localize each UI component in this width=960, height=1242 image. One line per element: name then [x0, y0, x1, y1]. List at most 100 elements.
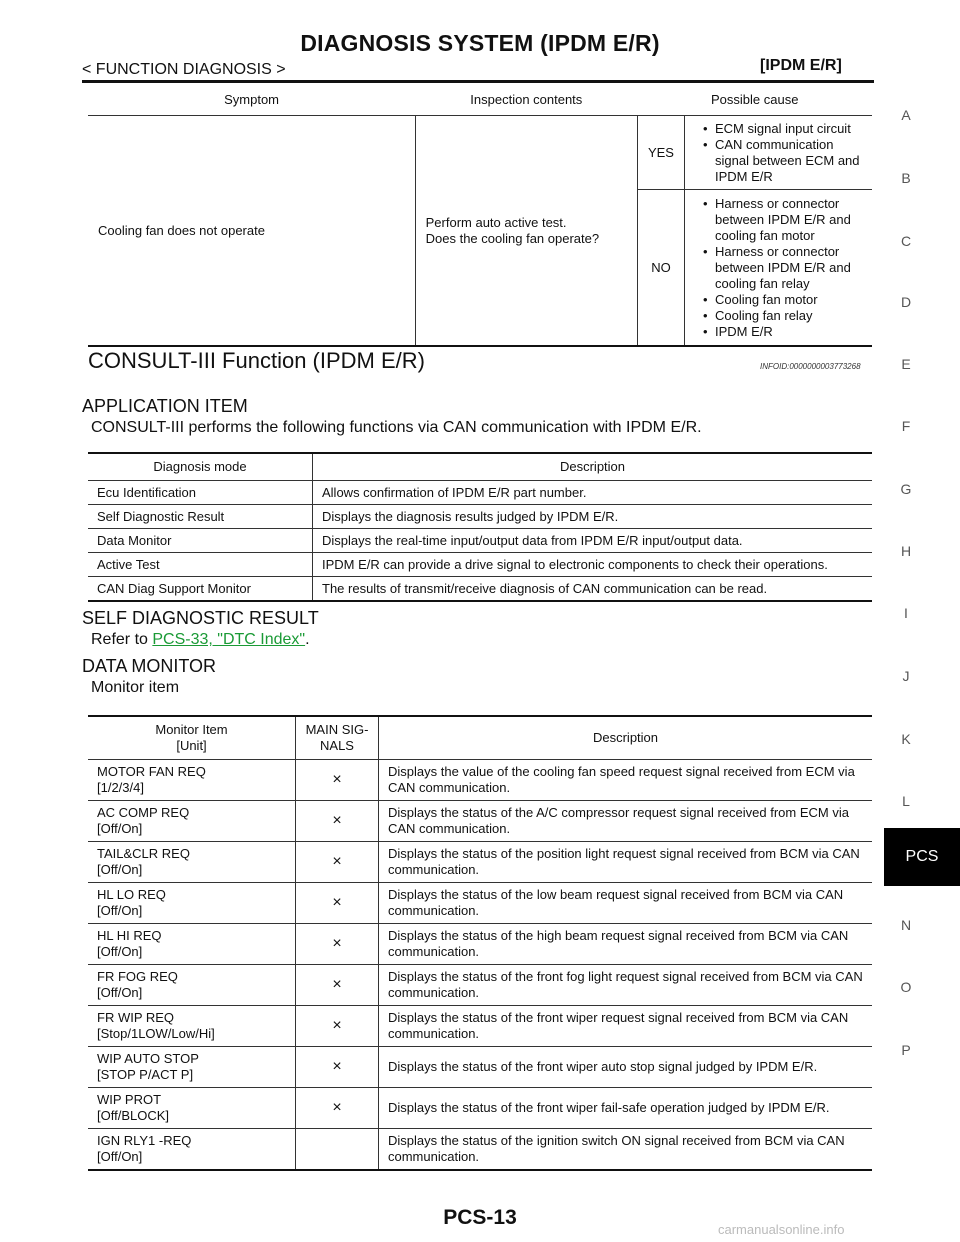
main-signal-mark: ×: [295, 841, 379, 883]
application-text: CONSULT-III performs the following funct…: [91, 419, 702, 436]
page-title: DIAGNOSIS SYSTEM (IPDM E/R): [300, 30, 660, 56]
self-diag-heading: SELF DIAGNOSTIC RESULT: [82, 608, 319, 628]
monitor-item-cell: HL HI REQ[Off/On]: [88, 923, 296, 965]
monitor-item-name: MOTOR FAN REQ: [97, 764, 206, 779]
monitor-item-unit: [STOP P/ACT P]: [97, 1067, 194, 1082]
section-label: [IPDM E/R]: [760, 57, 842, 74]
table-row: FR FOG REQ[Off/On]×Displays the status o…: [88, 964, 872, 1006]
index-letter-h[interactable]: H: [900, 543, 912, 559]
inspection-line-1: Perform auto active test.: [425, 214, 567, 230]
yes-causes: ECM signal input circuit CAN communicati…: [683, 115, 872, 190]
table-row: AC COMP REQ[Off/On]×Displays the status …: [88, 800, 872, 842]
index-letter-p[interactable]: P: [901, 1042, 911, 1058]
description-cell: Displays the real-time input/output data…: [312, 528, 872, 553]
monitor-item-name: FR FOG REQ: [97, 969, 178, 984]
inspection-cell: Perform auto active test. Does the cooli…: [414, 115, 638, 347]
monitor-description-cell: Displays the status of the position ligh…: [378, 841, 872, 883]
monitor-item-cell: HL LO REQ[Off/On]: [88, 882, 296, 924]
index-letter-g[interactable]: G: [900, 481, 912, 497]
main-signal-mark: ×: [295, 800, 379, 842]
page-number: PCS-13: [443, 1206, 517, 1229]
cause-item: Harness or connector between IPDM E/R an…: [703, 196, 862, 244]
monitor-item-label: Monitor item: [91, 679, 180, 696]
col-header-description: Description: [312, 453, 872, 481]
monitor-item-unit: [Off/On]: [97, 1149, 143, 1164]
active-section-tab[interactable]: PCS: [884, 828, 960, 886]
main-signal-mark: [295, 1128, 379, 1171]
dtc-index-link[interactable]: PCS-33, "DTC Index": [152, 631, 306, 648]
monitor-item-cell: TAIL&CLR REQ[Off/On]: [88, 841, 296, 883]
section-heading: CONSULT-III Function (IPDM E/R): [88, 348, 425, 373]
monitor-item-unit: [Off/On]: [97, 903, 143, 918]
main-signal-mark: ×: [295, 1005, 379, 1047]
index-letter-l[interactable]: L: [902, 793, 910, 809]
symptom-cell: Cooling fan does not operate: [88, 115, 416, 347]
self-diag-suffix: .: [305, 631, 310, 648]
monitor-description-cell: Displays the status of the high beam req…: [378, 923, 872, 965]
index-letter-e[interactable]: E: [901, 356, 911, 372]
monitor-item-name: AC COMP REQ: [97, 805, 190, 820]
col-header-cause: Possible cause: [637, 85, 872, 116]
index-letter-f[interactable]: F: [901, 418, 911, 434]
index-letter-n[interactable]: N: [900, 917, 912, 933]
index-letter-i[interactable]: I: [904, 605, 908, 621]
monitor-item-name: FR WIP REQ: [97, 1010, 175, 1025]
table-row: IGN RLY1 -REQ[Off/On] Displays the status…: [88, 1128, 872, 1171]
table-row: HL HI REQ[Off/On]×Displays the status of…: [88, 923, 872, 965]
mode-cell: Active Test: [88, 552, 313, 577]
monitor-item-unit: [Off/On]: [97, 862, 143, 877]
col-header-description: Description: [378, 716, 872, 760]
monitor-item-unit: [Off/BLOCK]: [97, 1108, 170, 1123]
self-diag-text: Refer to PCS-33, "DTC Index".: [91, 631, 310, 649]
index-letter-b[interactable]: B: [901, 170, 911, 186]
header-line: NALS: [320, 738, 354, 753]
index-letter-o[interactable]: O: [900, 979, 912, 995]
col-header-inspection: Inspection contents: [415, 85, 638, 116]
description-cell: Displays the diagnosis results judged by…: [312, 504, 872, 529]
application-heading: APPLICATION ITEM: [82, 396, 248, 416]
monitor-table: Monitor Item [Unit] MAIN SIG- NALS Descr…: [88, 715, 872, 1171]
monitor-item-cell: IGN RLY1 -REQ[Off/On]: [88, 1128, 296, 1171]
table-row: FR WIP REQ[Stop/1LOW/Low/Hi] ×Displays th…: [88, 1005, 872, 1047]
monitor-description-cell: Displays the status of the front fog lig…: [378, 964, 872, 1006]
monitor-item-cell: WIP AUTO STOP[STOP P/ACT P]: [88, 1046, 296, 1088]
index-letter-j[interactable]: J: [902, 668, 910, 684]
inspection-line-2: Does the cooling fan operate?: [425, 230, 600, 246]
cause-item: Cooling fan motor: [703, 292, 862, 308]
cause-item: IPDM E/R: [703, 324, 862, 340]
index-letter-k[interactable]: K: [901, 731, 911, 747]
col-header-symptom: Symptom: [88, 85, 416, 116]
self-diag-prefix: Refer to: [91, 631, 153, 648]
index-letter-d[interactable]: D: [900, 294, 912, 310]
description-cell: IPDM E/R can provide a drive signal to e…: [312, 552, 872, 577]
table-row: MOTOR FAN REQ[1/2/3/4]×Displays the valu…: [88, 759, 872, 801]
cause-item: Cooling fan relay: [703, 308, 862, 324]
monitor-item-cell: FR FOG REQ[Off/On]: [88, 964, 296, 1006]
main-signal-mark: ×: [295, 1046, 379, 1088]
monitor-item-unit: [Stop/1LOW/Low/Hi]: [97, 1026, 215, 1041]
index-letter-a[interactable]: A: [901, 107, 911, 123]
monitor-description-cell: Displays the status of the low beam requ…: [378, 882, 872, 924]
breadcrumb: < FUNCTION DIAGNOSIS >: [82, 61, 286, 78]
symptom-table: Symptom Inspection contents Possible cau…: [88, 85, 872, 347]
header-line: [Unit]: [176, 738, 207, 753]
cause-item: ECM signal input circuit: [703, 121, 862, 137]
cause-item: CAN communication signal between ECM and…: [703, 137, 862, 185]
col-header-monitor-item: Monitor Item [Unit]: [88, 716, 296, 760]
main-signal-mark: ×: [295, 964, 379, 1006]
monitor-item-name: WIP PROT: [97, 1092, 162, 1107]
monitor-item-name: HL LO REQ: [97, 887, 166, 902]
main-signal-mark: ×: [295, 759, 379, 801]
mode-cell: Self Diagnostic Result: [88, 504, 313, 529]
col-header-main-signals: MAIN SIG- NALS: [295, 716, 379, 760]
monitor-description-cell: Displays the status of the ignition swit…: [378, 1128, 872, 1171]
index-letter-c[interactable]: C: [900, 233, 912, 249]
monitor-item-unit: [Off/On]: [97, 821, 143, 836]
monitor-description-cell: Displays the status of the front wiper r…: [378, 1005, 872, 1047]
diagnosis-mode-table: Diagnosis mode Description Ecu Identific…: [88, 452, 872, 602]
monitor-item-cell: AC COMP REQ[Off/On]: [88, 800, 296, 842]
